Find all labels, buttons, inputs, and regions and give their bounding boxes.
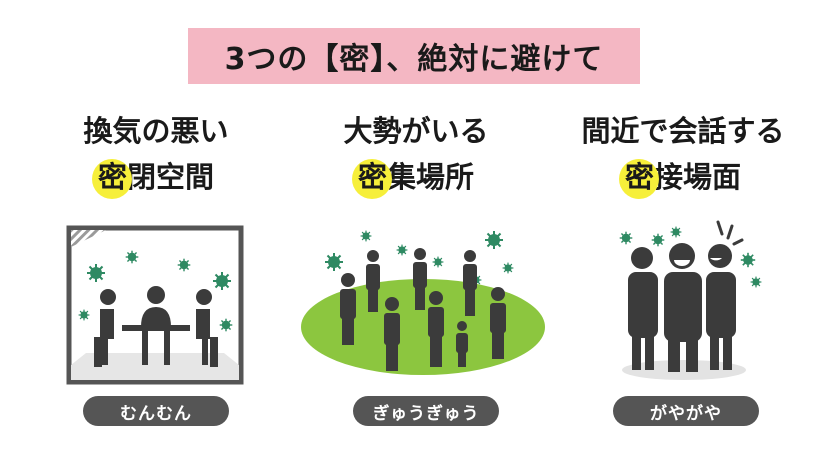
- heading-line2: 密集場所: [301, 154, 531, 200]
- title-banner: 3つの【密】、絶対に避けて: [188, 28, 640, 84]
- heading-line2: 密接場面: [568, 154, 798, 200]
- heading-line1: 間近で会話する: [581, 114, 785, 148]
- column-crowded-place: 大勢がいる 密集場所: [301, 108, 531, 200]
- close-conversation-illustration: [619, 220, 763, 380]
- highlight-char: 密: [625, 154, 654, 200]
- label-text-2: ぎゅうぎゅう: [372, 403, 480, 424]
- crowd-illustration: [301, 230, 545, 375]
- label-pill-1: むんむん: [83, 396, 229, 426]
- heading-line1: 換気の悪い: [83, 114, 229, 148]
- heading-line2-rest: 閉空間: [127, 160, 215, 194]
- highlight-char: 密: [358, 154, 387, 200]
- heading-line2: 密閉空間: [41, 154, 271, 200]
- label-text-3: がやがや: [650, 403, 722, 424]
- title-text: 3つの【密】、絶対に避けて: [224, 42, 604, 77]
- highlight-char: 密: [98, 154, 127, 200]
- heading-line2-rest: 集場所: [387, 160, 475, 194]
- heading-line2-rest: 接場面: [654, 160, 742, 194]
- heading-line1: 大勢がいる: [343, 114, 489, 148]
- label-pill-2: ぎゅうぎゅう: [353, 396, 499, 426]
- label-text-1: むんむん: [120, 403, 192, 424]
- column-close-contact: 間近で会話する 密接場面: [568, 108, 798, 200]
- column-closed-space: 換気の悪い 密閉空間: [41, 108, 271, 200]
- label-pill-3: がやがや: [613, 396, 759, 426]
- closed-room-illustration: [66, 225, 244, 385]
